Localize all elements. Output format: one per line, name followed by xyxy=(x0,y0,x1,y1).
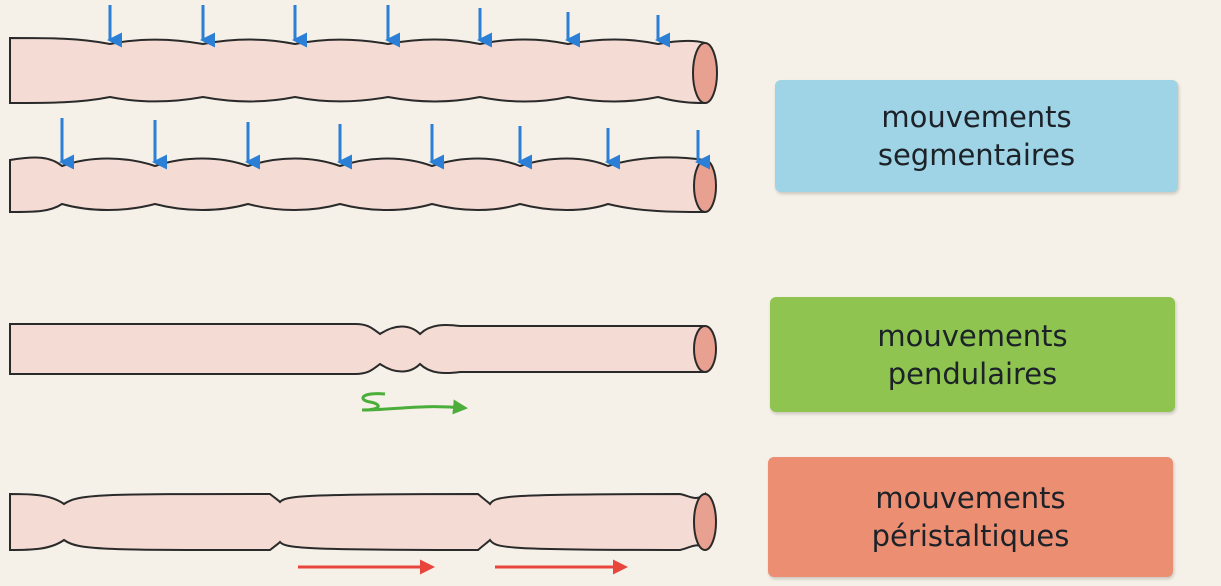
label-line: segmentaires xyxy=(877,138,1076,172)
tube-opening xyxy=(692,42,718,104)
tube-body xyxy=(9,156,706,214)
arrows-segmentaires-2 xyxy=(59,118,710,170)
tube-pendulaires xyxy=(9,323,717,375)
label-box-peristaltiques: mouvements péristaltiques xyxy=(768,457,1173,577)
label-line: pendulaires xyxy=(887,356,1058,391)
label-box-pendulaires: mouvements pendulaires xyxy=(770,297,1175,412)
arrows-segmentaires-1 xyxy=(107,5,670,48)
tube-body xyxy=(9,491,706,552)
tube-segmentaires-2 xyxy=(9,156,717,214)
label-box-segmentaires: mouvements segmentaires xyxy=(775,80,1178,192)
tube-peristaltiques xyxy=(9,491,717,552)
label-line: mouvements xyxy=(881,100,1072,134)
label-line: péristaltiques xyxy=(871,519,1070,553)
tube-segmentaires-1 xyxy=(9,36,718,105)
label-line: mouvements xyxy=(877,318,1068,353)
tube-body xyxy=(9,323,706,375)
pendular-arrow xyxy=(361,392,468,415)
label-line: mouvements xyxy=(875,481,1066,515)
tube-opening xyxy=(693,159,717,213)
tube-opening xyxy=(693,493,717,551)
tube-body xyxy=(9,36,706,105)
tube-opening xyxy=(693,325,717,373)
